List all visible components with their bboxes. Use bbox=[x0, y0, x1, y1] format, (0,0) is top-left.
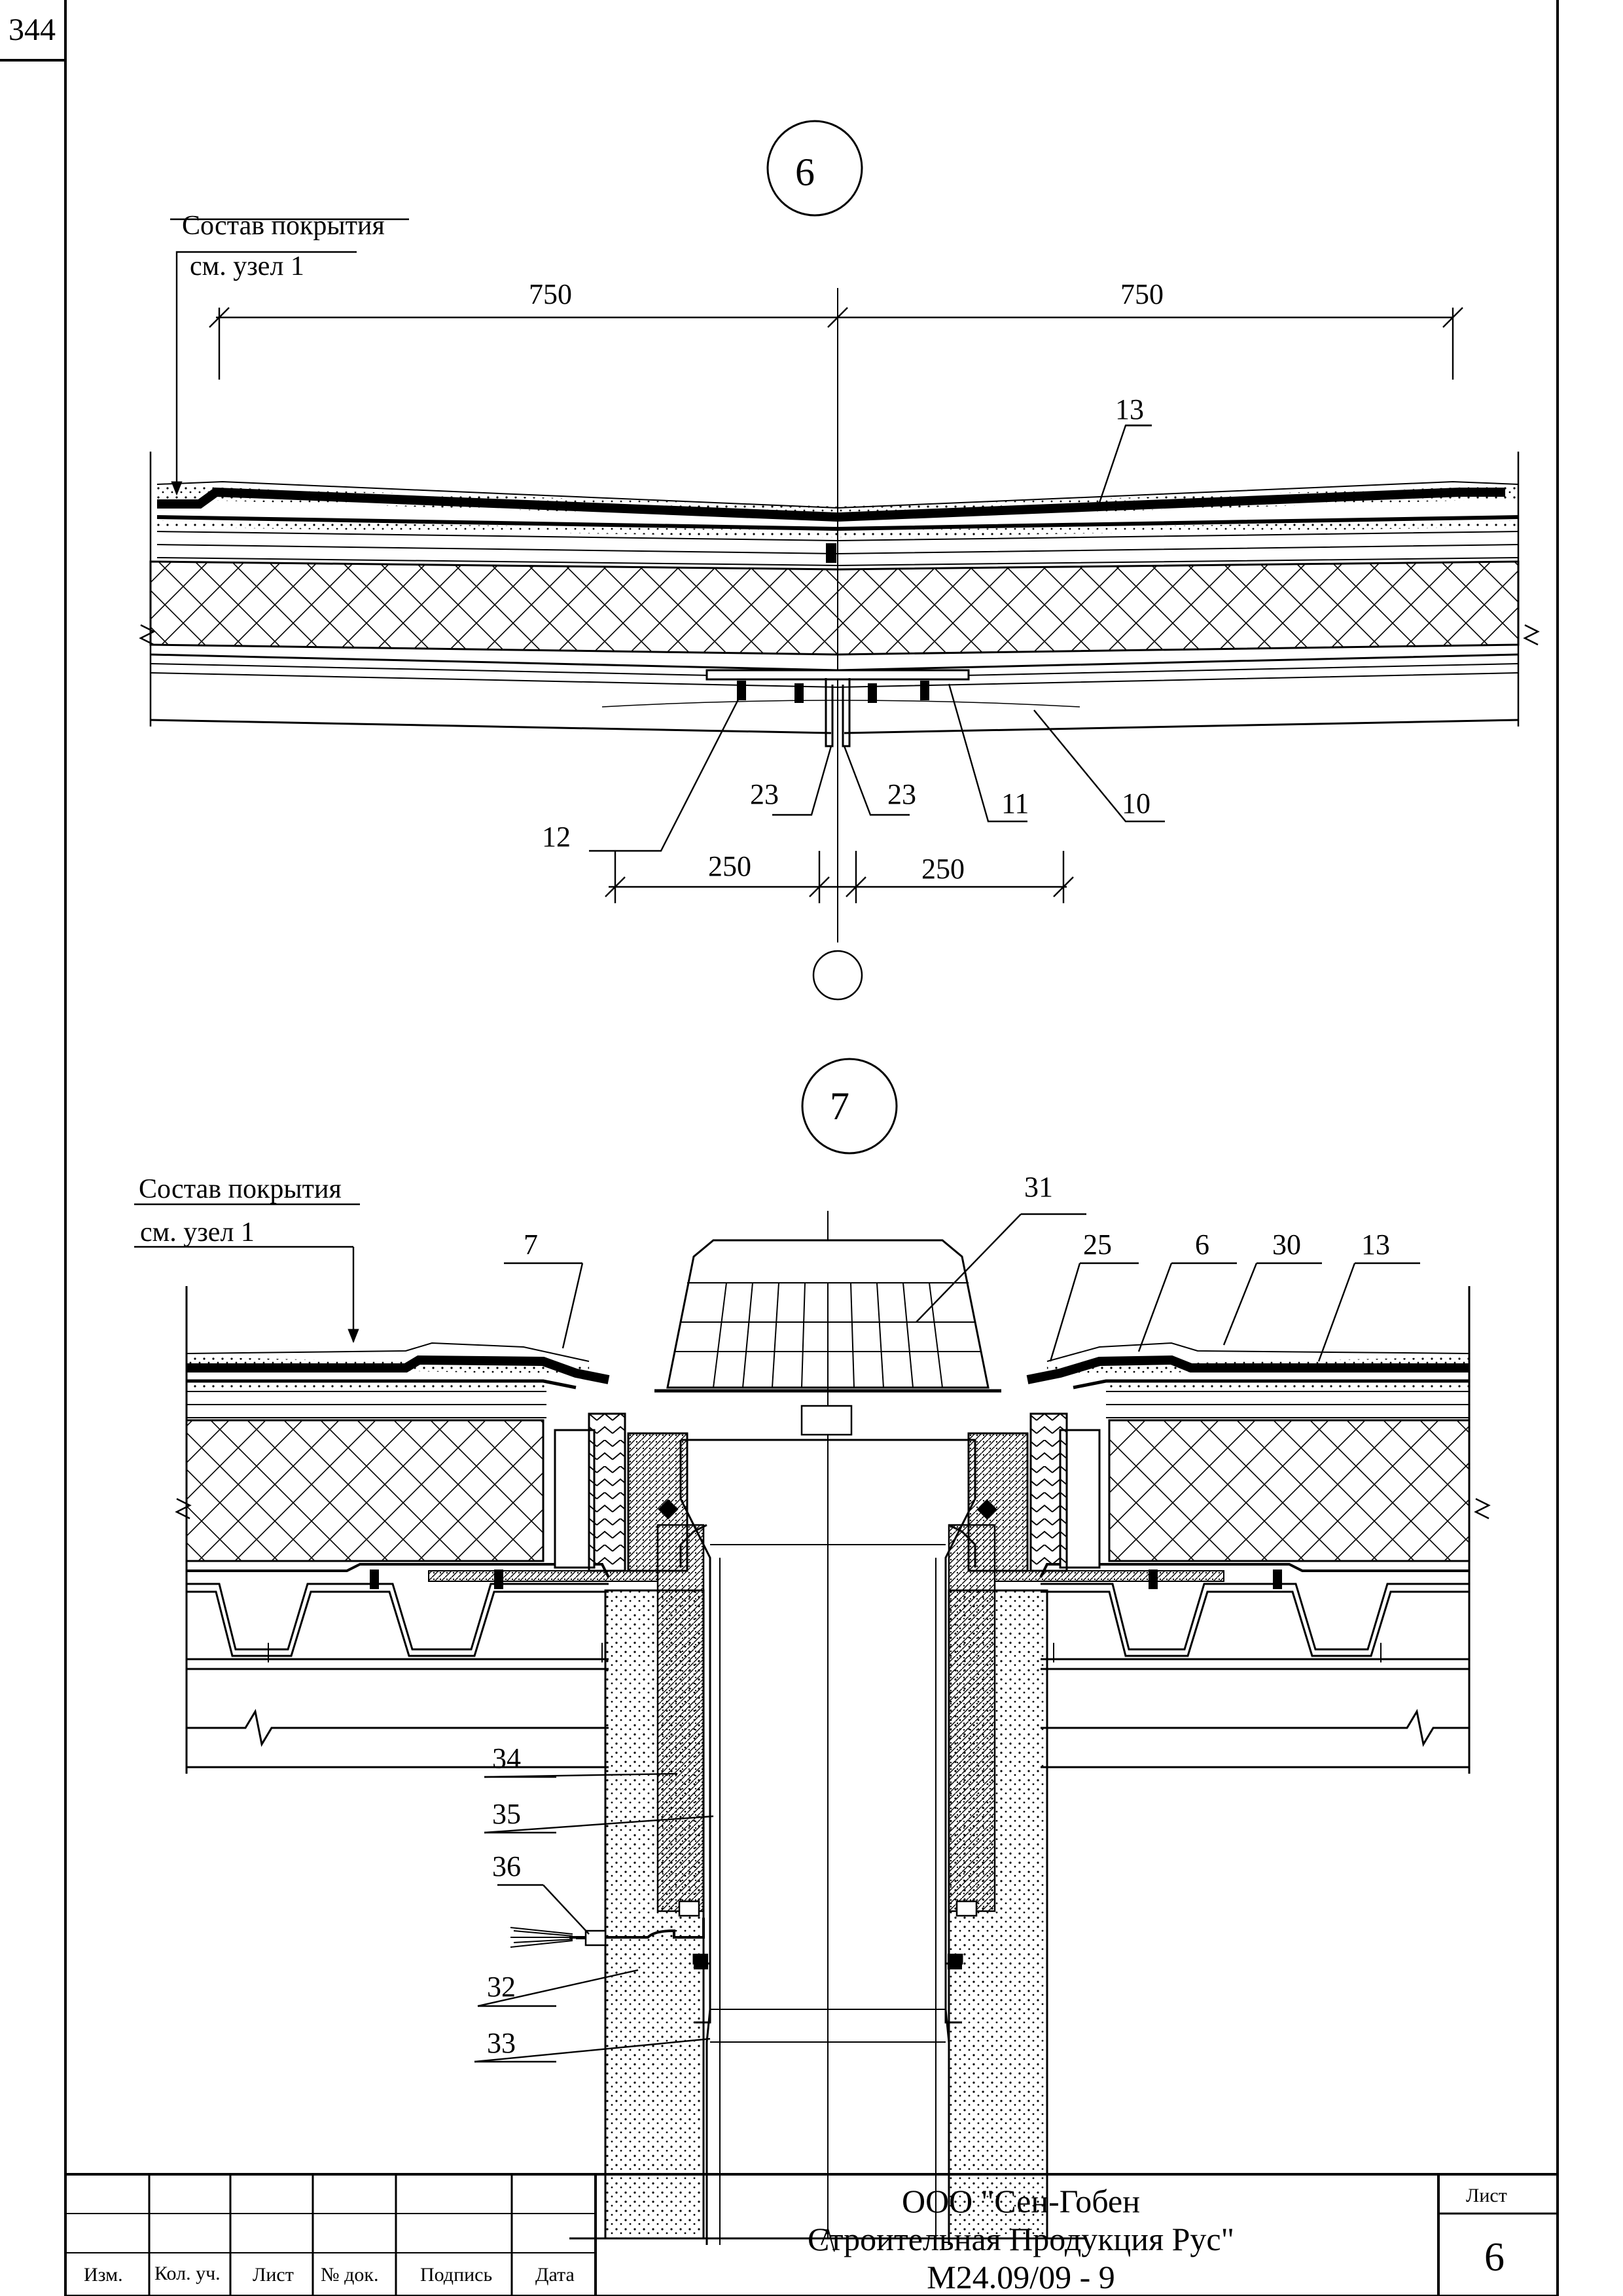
node7-marker: 7 bbox=[830, 1085, 849, 1128]
node7-callout-6: 6 bbox=[1195, 1229, 1209, 1261]
node6-callout-10: 10 bbox=[1122, 787, 1150, 819]
node6-callout-23-left: 23 bbox=[750, 778, 779, 810]
sheet-frame bbox=[64, 0, 1559, 2296]
node7-callout-33: 33 bbox=[487, 2027, 516, 2059]
node7-callout-34: 34 bbox=[492, 1742, 521, 1774]
tb-header-izm: Изм. bbox=[84, 2264, 123, 2286]
tb-header-date: Дата bbox=[535, 2264, 575, 2286]
node6-dim-right: 750 bbox=[1120, 278, 1164, 310]
page-number: 344 bbox=[0, 0, 67, 62]
tb-org-line1: ООО "Сен-Гобен bbox=[901, 2183, 1141, 2219]
node7-callout-25: 25 bbox=[1083, 1229, 1112, 1261]
node6-marker: 6 bbox=[795, 151, 815, 194]
tb-header-kol-uch: Кол. уч. bbox=[154, 2263, 221, 2284]
node6-dim-bottom-left: 250 bbox=[708, 850, 751, 882]
node7-section bbox=[134, 1058, 1491, 2252]
tb-sheet-label: Лист bbox=[1466, 2185, 1507, 2206]
tb-doc-code: М24.09/09 - 9 bbox=[927, 2259, 1115, 2295]
tb-header-doc-no: № док. bbox=[321, 2264, 379, 2286]
node6-callout-23-right: 23 bbox=[887, 778, 916, 810]
node7-callout-36: 36 bbox=[492, 1850, 521, 1882]
node7-coating-label-1: Состав покрытия bbox=[139, 1174, 342, 1204]
node7-callout-32: 32 bbox=[487, 1971, 516, 2003]
node7-callout-7: 7 bbox=[524, 1229, 538, 1261]
node6-coating-label-2: см. узел 1 bbox=[190, 251, 304, 281]
node7-callout-31: 31 bbox=[1024, 1171, 1053, 1203]
title-block-grid bbox=[65, 2173, 1558, 2296]
node7-callout-30: 30 bbox=[1272, 1229, 1301, 1261]
tb-sheet-number: 6 bbox=[1484, 2235, 1505, 2280]
node6-dim-left: 750 bbox=[529, 278, 572, 310]
node6-section bbox=[139, 120, 1540, 1001]
node6-callout-13: 13 bbox=[1115, 393, 1144, 425]
node7-callout-13: 13 bbox=[1361, 1229, 1390, 1261]
tb-org-line2: Строительная Продукция Рус" bbox=[808, 2221, 1234, 2257]
node7-coating-label-2: см. узел 1 bbox=[140, 1217, 255, 1247]
node6-dim-bottom-right: 250 bbox=[921, 853, 965, 885]
node6-callout-12: 12 bbox=[542, 821, 571, 853]
node6-coating-label-1: Состав покрытия bbox=[182, 211, 385, 241]
tb-header-signature: Подпись bbox=[420, 2264, 493, 2286]
node6-callout-11: 11 bbox=[1001, 787, 1029, 819]
node7-callout-35: 35 bbox=[492, 1798, 521, 1830]
tb-header-list: Лист bbox=[253, 2264, 294, 2286]
